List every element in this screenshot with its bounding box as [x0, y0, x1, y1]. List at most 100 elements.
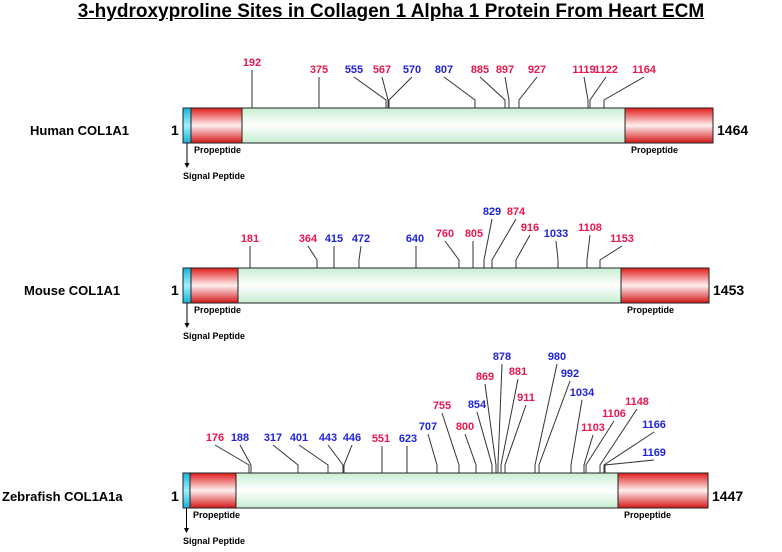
- site-leader-line: [381, 76, 389, 108]
- site-leader-line: [585, 420, 615, 473]
- site-label: 640: [406, 233, 424, 245]
- site-leader-line: [239, 444, 252, 473]
- site-leader-line: [586, 234, 591, 268]
- site-label: 1153: [610, 233, 634, 245]
- site-label: 567: [373, 64, 391, 76]
- c-propeptide: [617, 472, 709, 509]
- page-title: 3-hydroxyproline Sites in Collagen 1 Alp…: [77, 1, 705, 22]
- site-leader-line: [518, 76, 538, 108]
- site-label: 188: [231, 432, 249, 444]
- site-label: 1106: [602, 408, 626, 420]
- site-leader-line: [214, 444, 250, 473]
- site-label: 885: [471, 64, 489, 76]
- site-leader-line: [555, 240, 559, 268]
- end-residue: 1447: [712, 488, 743, 504]
- site-label: 192: [243, 57, 261, 69]
- site-leader-line: [515, 234, 531, 268]
- signal-peptide: [182, 267, 192, 304]
- signal-peptide-label: Signal Peptide: [183, 171, 245, 181]
- site-leader-line: [443, 76, 476, 108]
- site-label: 181: [241, 233, 259, 245]
- signal-peptide: [182, 107, 192, 144]
- site-leader-line: [491, 218, 517, 268]
- c-propeptide: [620, 267, 710, 304]
- site-label: 1122: [594, 64, 618, 76]
- site-label: 176: [206, 432, 224, 444]
- n-propeptide: [189, 472, 237, 509]
- propeptide-label: Propeptide: [624, 510, 671, 520]
- propeptide-label: Propeptide: [627, 305, 674, 315]
- site-leader-line: [603, 431, 655, 473]
- site-leader-line: [427, 433, 438, 473]
- site-label: 1103: [581, 422, 605, 434]
- arrow-head-icon: [184, 323, 190, 328]
- site-label: 364: [299, 233, 318, 245]
- site-label: 854: [468, 399, 487, 411]
- site-leader-line: [583, 434, 594, 473]
- signal-peptide-label: Signal Peptide: [183, 536, 245, 546]
- helical-domain: [190, 267, 622, 304]
- site-label: 623: [399, 433, 417, 445]
- site-leader-line: [497, 363, 503, 473]
- site-label: 570: [403, 64, 421, 76]
- site-leader-line: [327, 444, 344, 473]
- n-propeptide: [190, 267, 239, 304]
- site-label: 443: [319, 432, 337, 444]
- site-label: 707: [419, 421, 437, 433]
- site-leader-line: [479, 76, 506, 108]
- signal-peptide-label: Signal Peptide: [183, 331, 245, 341]
- site-label: 1034: [570, 387, 595, 399]
- site-label: 805: [465, 228, 483, 240]
- site-leader-line: [589, 76, 607, 108]
- site-label: 472: [352, 233, 370, 245]
- site-leader-line: [500, 378, 519, 473]
- site-leader-line: [599, 245, 623, 268]
- protein-name: Mouse COL1A1: [24, 283, 120, 298]
- site-leader-line: [603, 76, 645, 108]
- site-label: 375: [310, 64, 328, 76]
- helical-domain: [189, 472, 619, 509]
- site-label: 317: [264, 432, 282, 444]
- site-label: 1148: [625, 396, 649, 408]
- site-label: 1164: [632, 64, 657, 76]
- propeptide-label: Propeptide: [194, 305, 241, 315]
- n-propeptide: [190, 107, 243, 144]
- site-label: 916: [521, 222, 539, 234]
- protein-name: Zebrafish COL1A1a: [2, 489, 123, 504]
- site-label: 881: [509, 366, 527, 378]
- site-label: 878: [493, 351, 511, 363]
- propeptide-label: Propeptide: [194, 145, 241, 155]
- signal-peptide: [182, 472, 191, 509]
- site-label: 800: [456, 421, 474, 433]
- site-label: 980: [548, 351, 566, 363]
- site-leader-line: [599, 408, 638, 473]
- site-leader-line: [538, 380, 571, 473]
- propeptide-label: Propeptide: [631, 145, 678, 155]
- site-leader-line: [484, 383, 497, 473]
- site-label: 415: [325, 233, 343, 245]
- site-leader-line: [441, 412, 460, 473]
- site-label: 401: [290, 432, 308, 444]
- site-label: 992: [561, 368, 579, 380]
- helical-domain: [190, 107, 626, 144]
- site-label: 874: [507, 206, 526, 218]
- protein-name: Human COL1A1: [30, 123, 129, 138]
- site-leader-line: [504, 404, 527, 473]
- site-label: 446: [343, 432, 361, 444]
- site-leader-line: [298, 444, 329, 473]
- site-leader-line: [604, 459, 655, 473]
- site-leader-line: [444, 240, 460, 268]
- arrow-head-icon: [184, 528, 189, 533]
- site-leader-line: [353, 76, 387, 108]
- site-label: 829: [483, 206, 501, 218]
- site-label: 807: [435, 64, 453, 76]
- site-label: 760: [436, 228, 454, 240]
- site-leader-line: [464, 433, 477, 473]
- site-leader-line: [358, 245, 362, 268]
- site-label: 927: [528, 64, 546, 76]
- site-label: 911: [517, 392, 535, 404]
- end-residue: 1453: [713, 282, 744, 298]
- c-propeptide: [624, 107, 714, 144]
- site-label: 1033: [544, 228, 568, 240]
- start-residue: 1: [171, 488, 179, 504]
